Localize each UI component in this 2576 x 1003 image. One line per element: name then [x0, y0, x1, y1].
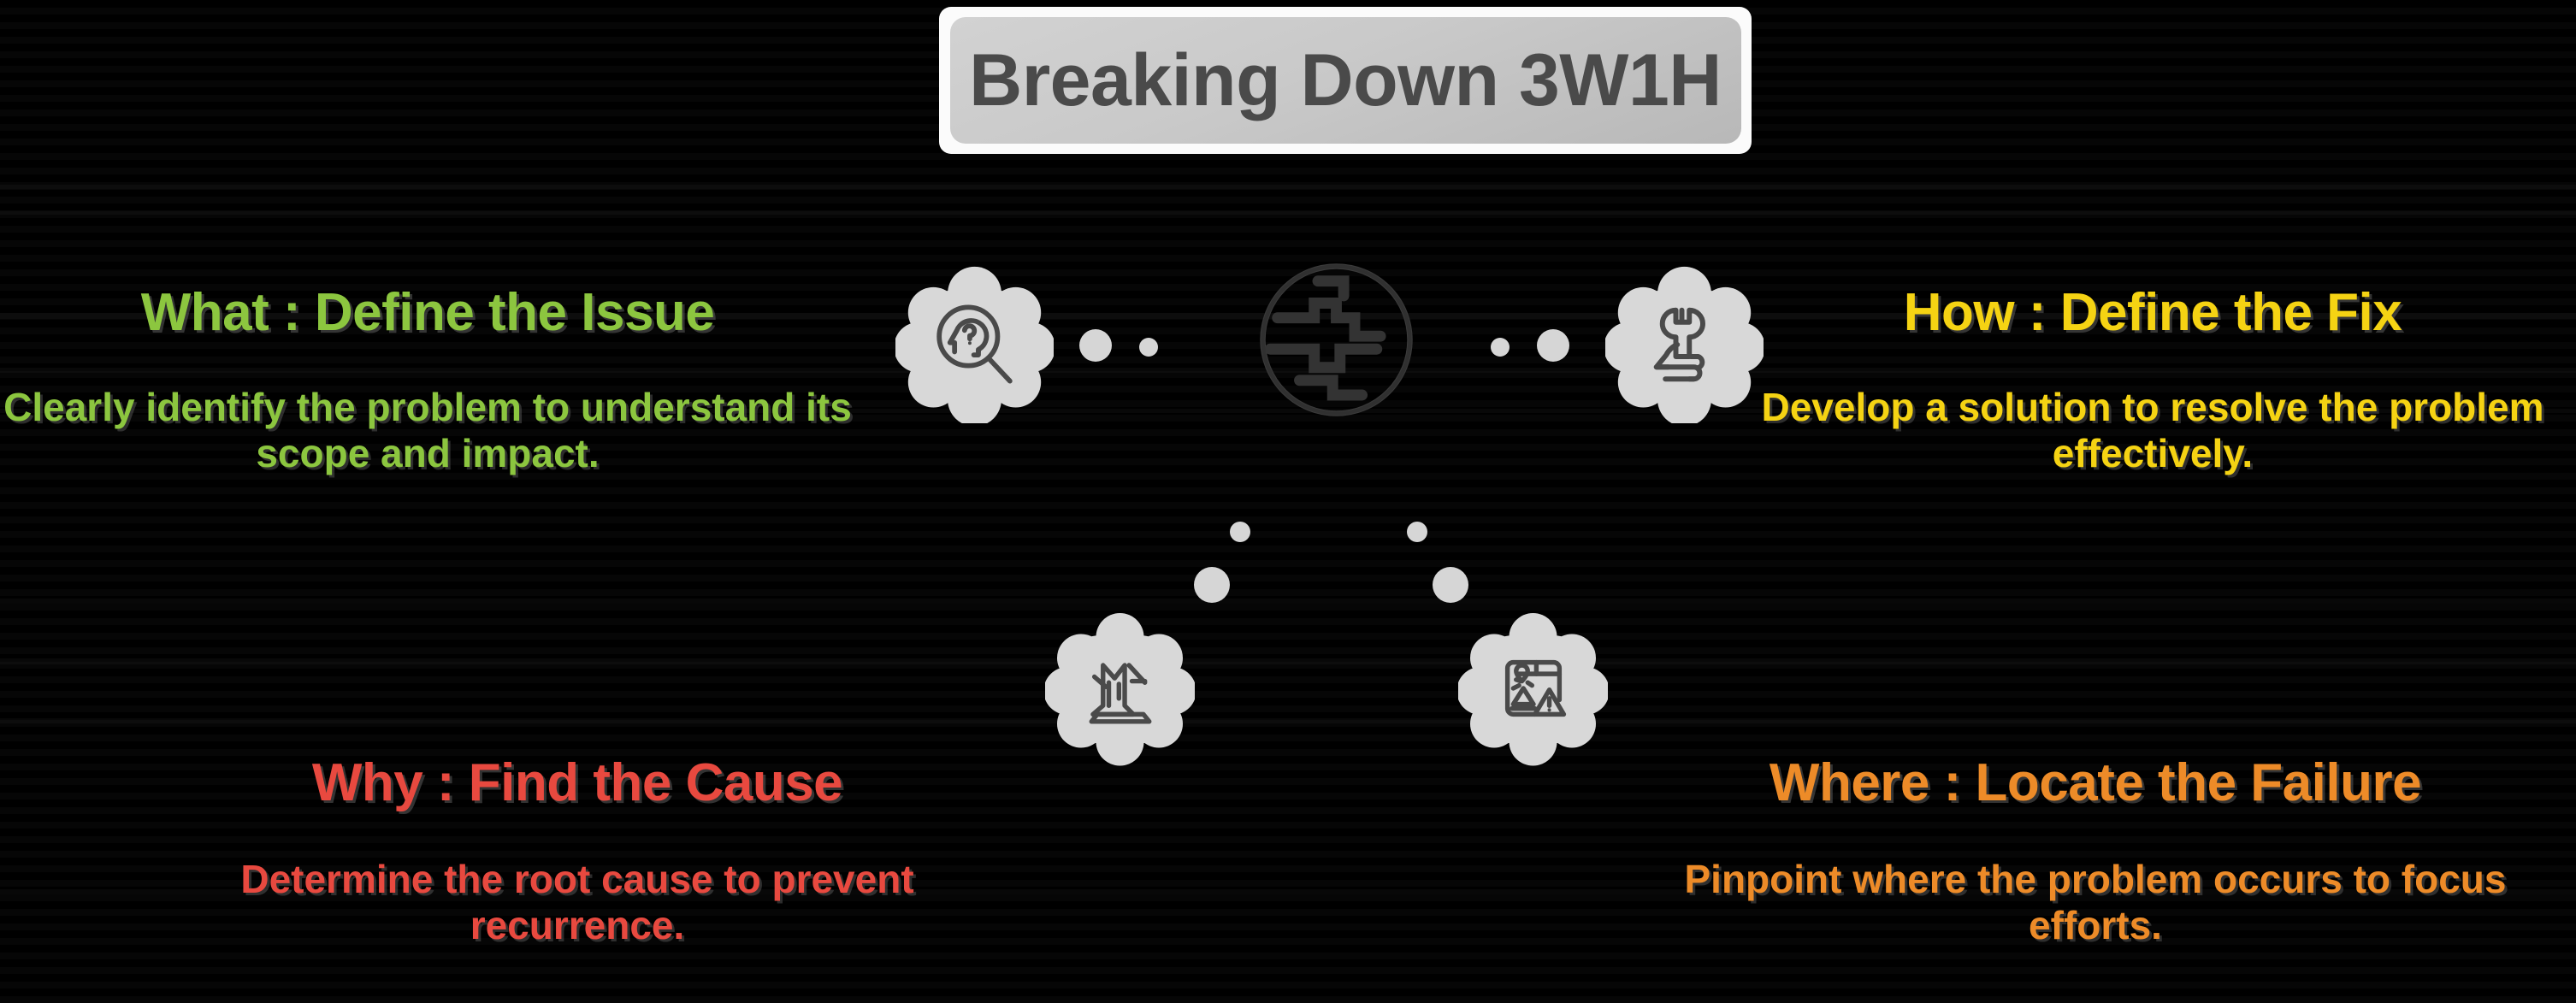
quadrant-what: What : Define the Issue Clearly identify…: [0, 282, 855, 477]
map-pin-warning-icon: [1487, 642, 1580, 735]
quadrant-where: Where : Locate the Failure Pinpoint wher…: [1659, 752, 2532, 949]
quadrant-where-body: Pinpoint where the problem occurs to foc…: [1684, 857, 2507, 948]
cloud-shape: [1605, 266, 1764, 423]
cloud-shape: [895, 266, 1054, 423]
quadrant-why-heading: Why : Find the Cause: [311, 753, 843, 812]
hand-wrench-icon: [1637, 297, 1733, 392]
connector-dot: [1433, 567, 1468, 603]
quadrant-how: How : Define the Fix Develop a solution …: [1729, 282, 2576, 477]
puzzle-globe-icon: [1244, 248, 1428, 432]
connector-dot: [1139, 338, 1158, 357]
background-band: [0, 210, 2576, 215]
tree-stump-roots-icon: [1074, 642, 1167, 735]
background-band: [0, 599, 2576, 604]
head-question-magnifier-icon: [925, 295, 1024, 393]
background-band: [0, 658, 2576, 664]
connector-dot: [1491, 338, 1510, 357]
icon-badge-what: [895, 265, 1054, 423]
quadrant-why-body: Determine the root cause to prevent recu…: [240, 857, 914, 948]
connector-dot: [1230, 522, 1250, 542]
background-band: [0, 718, 2576, 723]
icon-badge-how: [1605, 265, 1764, 423]
quadrant-where-heading: Where : Locate the Failure: [1769, 753, 2422, 812]
background-band: [0, 185, 2576, 190]
icon-badge-why: [1045, 609, 1195, 767]
connector-dot: [1079, 329, 1112, 362]
connector-dot: [1537, 329, 1569, 362]
quadrant-what-body: Clearly identify the problem to understa…: [3, 385, 852, 476]
title-banner: Breaking Down 3W1H: [939, 7, 1752, 154]
quadrant-what-heading: What : Define the Issue: [140, 283, 715, 342]
connector-dot: [1194, 567, 1230, 603]
connector-dot: [1407, 522, 1427, 542]
title-badge: Breaking Down 3W1H: [949, 17, 1741, 144]
quadrant-how-body: Develop a solution to resolve the proble…: [1761, 385, 2544, 476]
page-title: Breaking Down 3W1H: [969, 38, 1722, 121]
icon-badge-where: [1458, 609, 1608, 767]
quadrant-why: Why : Find the Cause Determine the root …: [145, 752, 1009, 949]
quadrant-how-heading: How : Define the Fix: [1903, 283, 2402, 342]
